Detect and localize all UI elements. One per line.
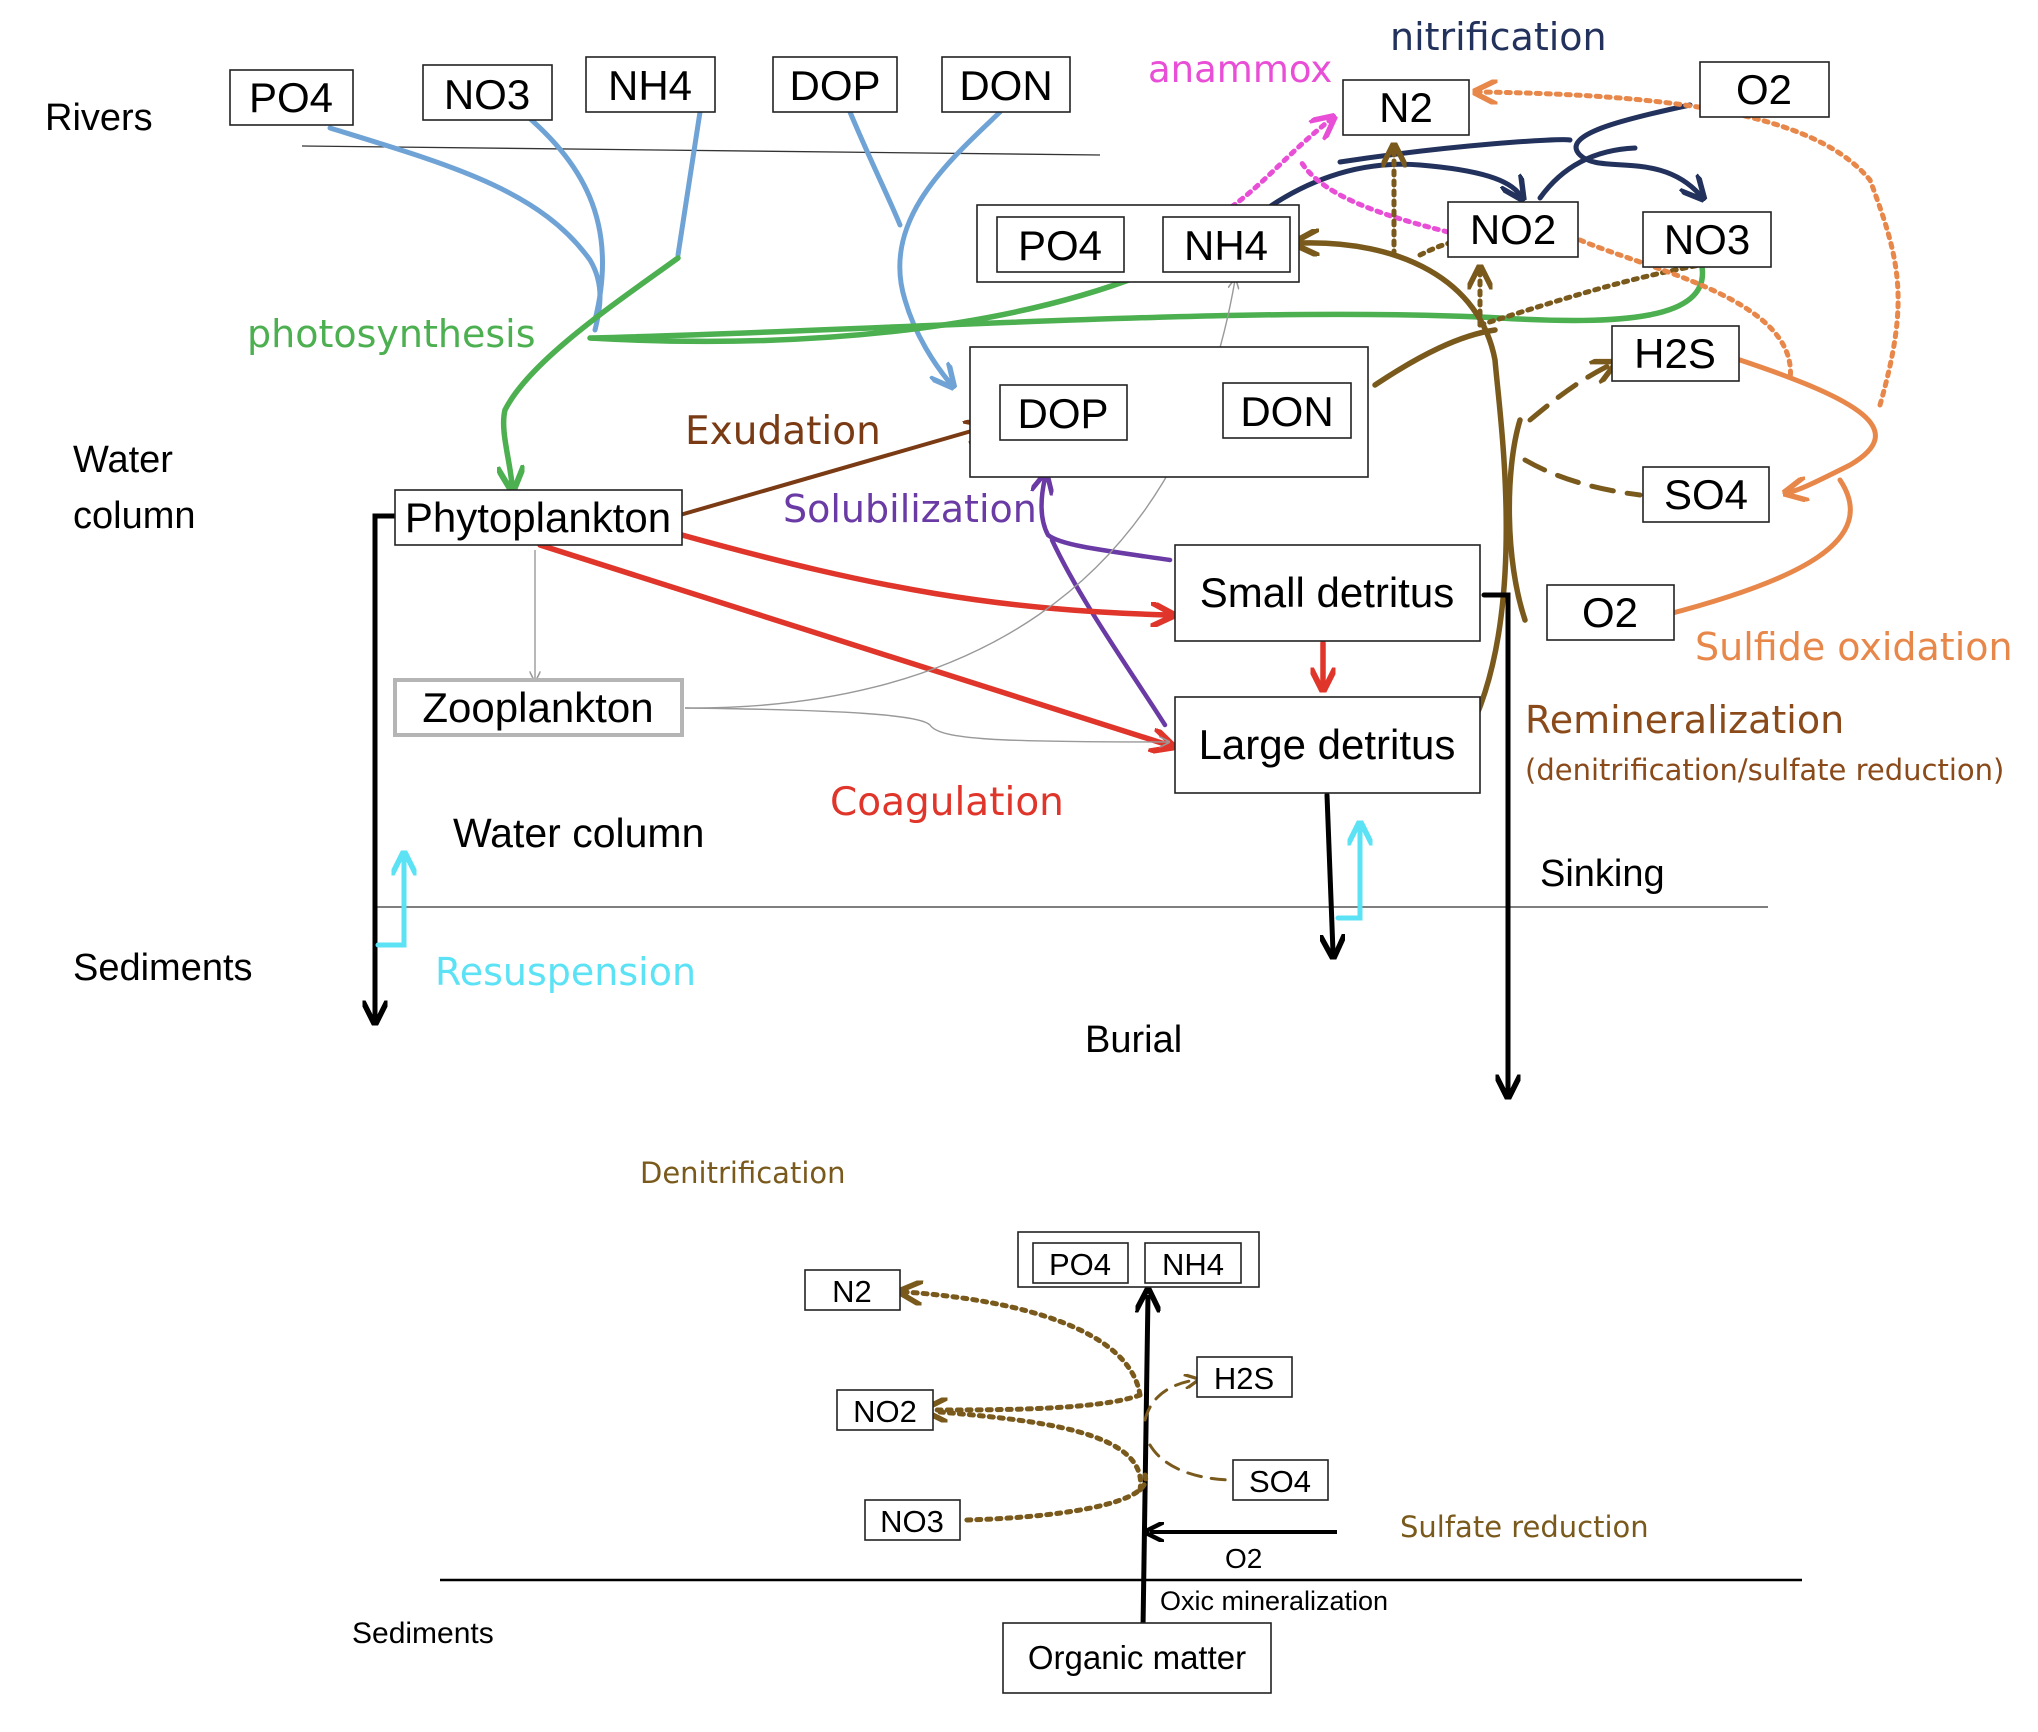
river-nh4-box (585, 56, 716, 113)
sed-h2s: H2S (1214, 1361, 1274, 1396)
sed-no2-box (836, 1389, 934, 1431)
label-resuspension: Resuspension (435, 950, 696, 994)
zooplankton-label: Zooplankton (422, 684, 653, 731)
nutrient-h2s: H2S (1634, 330, 1716, 377)
river-input-arrows (327, 107, 1003, 383)
zone-rivers: Rivers (45, 97, 153, 139)
sed-label-oxic-mineralization: Oxic mineralization (1160, 1586, 1388, 1616)
river-nh4: NH4 (608, 62, 692, 109)
nitrification-arrows (1242, 102, 1700, 228)
sed-no2: NO2 (853, 1394, 917, 1429)
label-anammox: anammox (1148, 48, 1332, 91)
large-detritus-label: Large detritus (1199, 721, 1456, 768)
nutrient-no3: NO3 (1664, 216, 1750, 263)
label-sulfide-oxidation: Sulfide oxidation (1695, 625, 2013, 669)
dom-don-box (1222, 382, 1352, 439)
sed-n2: N2 (832, 1274, 872, 1309)
sed-po4-box (1032, 1242, 1129, 1284)
label-sinking: Sinking (1540, 853, 1665, 895)
nutrient-no3-box (1642, 211, 1772, 268)
sed-n2-box (804, 1269, 901, 1311)
river-po4-box (229, 69, 354, 126)
zone-water-1: Water (73, 439, 173, 481)
zone-sediments: Sediments (73, 947, 253, 989)
nutrient-po4-box (996, 216, 1125, 273)
sed-nh4-box (1144, 1242, 1242, 1284)
sulfide-oxidation-arrows (1662, 357, 1878, 618)
label-remineralization: Remineralization (1525, 698, 1844, 742)
nutrient-o2-top: O2 (1736, 66, 1792, 113)
label-exudation: Exudation (685, 409, 881, 454)
compartment-boxes: Phytoplankton Zooplankton Small detritus… (393, 489, 1481, 794)
zone-water-column-mid: Water column (453, 810, 704, 856)
sulfide-oxidation-dotted (1480, 92, 1901, 408)
nutrient-nh4-box (1162, 216, 1291, 273)
phytoplankton-box (394, 489, 683, 546)
small-detritus-box (1174, 544, 1481, 642)
label-nitrification: nitrification (1390, 15, 1607, 59)
dom-dop: DOP (1017, 390, 1108, 437)
coagulation-arrows (537, 532, 1323, 745)
nutrient-o2-mid: O2 (1582, 589, 1638, 636)
label-photosynthesis: photosynthesis (247, 312, 536, 356)
river-surface-line (301, 145, 1101, 156)
nutrient-nh4: NH4 (1184, 222, 1268, 269)
sed-no3: NO3 (880, 1504, 944, 1539)
label-solubilization: Solubilization (783, 487, 1037, 531)
nutrient-no2: NO2 (1470, 206, 1556, 253)
dom-dop-box (999, 384, 1128, 441)
nutrient-boxes: PO4 NH4 N2 O2 NO2 NO3 H2S SO4 O2 (976, 61, 1830, 641)
burial-arrows (375, 513, 1508, 1092)
phytoplankton-label: Phytoplankton (405, 494, 671, 541)
sed-label-sulfate-reduction: Sulfate reduction (1400, 1510, 1649, 1544)
remineralization-arrows (1300, 243, 1528, 743)
river-no3-box (422, 64, 553, 121)
sulfate-reduction-arrows (1522, 365, 1643, 498)
nutrient-no2-box (1447, 201, 1579, 258)
river-don: DON (959, 62, 1052, 109)
label-coagulation: Coagulation (830, 780, 1064, 825)
river-po4: PO4 (249, 74, 333, 121)
exudation-arrow (679, 428, 982, 517)
sed-label-denitrification: Denitrification (640, 1156, 846, 1190)
sed-label-o2: O2 (1225, 1543, 1262, 1574)
sed-so4: SO4 (1249, 1464, 1311, 1499)
large-detritus-box (1174, 696, 1481, 794)
sed-so4-box (1232, 1459, 1329, 1501)
sed-h2s-box (1196, 1356, 1293, 1398)
sediment-panel-arrows (905, 1292, 1337, 1629)
river-dop-box (772, 56, 898, 113)
label-remineralization-sub: (denitrification/sulfate reduction) (1525, 753, 2004, 787)
dom-don: DON (1240, 388, 1333, 435)
sed-organic-matter: Organic matter (1028, 1639, 1246, 1676)
river-don-box (941, 56, 1071, 113)
sed-po4: PO4 (1049, 1247, 1111, 1282)
dom-boxes: DOP DON (969, 346, 1369, 478)
nutrient-o2-mid-box (1546, 584, 1675, 641)
small-detritus-label: Small detritus (1200, 569, 1454, 616)
nutrient-so4-box (1642, 466, 1770, 523)
zone-water-2: column (73, 495, 196, 537)
river-dop: DOP (789, 62, 880, 109)
zooplankton-box (393, 678, 684, 737)
photosynthesis-arrows (504, 255, 1706, 485)
nutrient-n2-box (1342, 79, 1470, 136)
river-no3: NO3 (444, 71, 530, 118)
nutrient-o2-top-box (1699, 61, 1830, 118)
zone-sediments-bottom: Sediments (352, 1617, 494, 1650)
river-input-boxes: PO4 NO3 NH4 DOP DON (229, 56, 1071, 126)
label-burial: Burial (1085, 1019, 1182, 1061)
solubilization-arrows (1042, 478, 1173, 728)
sed-no3-box (864, 1499, 961, 1541)
sed-nh4: NH4 (1162, 1247, 1224, 1282)
nutrient-po4: PO4 (1018, 222, 1102, 269)
nutrient-n2: N2 (1379, 84, 1433, 131)
sediment-panel: Denitrification PO4 NH4 N2 H2S NO2 SO4 N… (640, 1156, 1649, 1694)
sed-organic-matter-box (1002, 1622, 1272, 1694)
resuspension-arrows (375, 828, 1360, 948)
nutrient-so4: SO4 (1664, 471, 1748, 518)
nutrient-h2s-box (1611, 325, 1740, 382)
